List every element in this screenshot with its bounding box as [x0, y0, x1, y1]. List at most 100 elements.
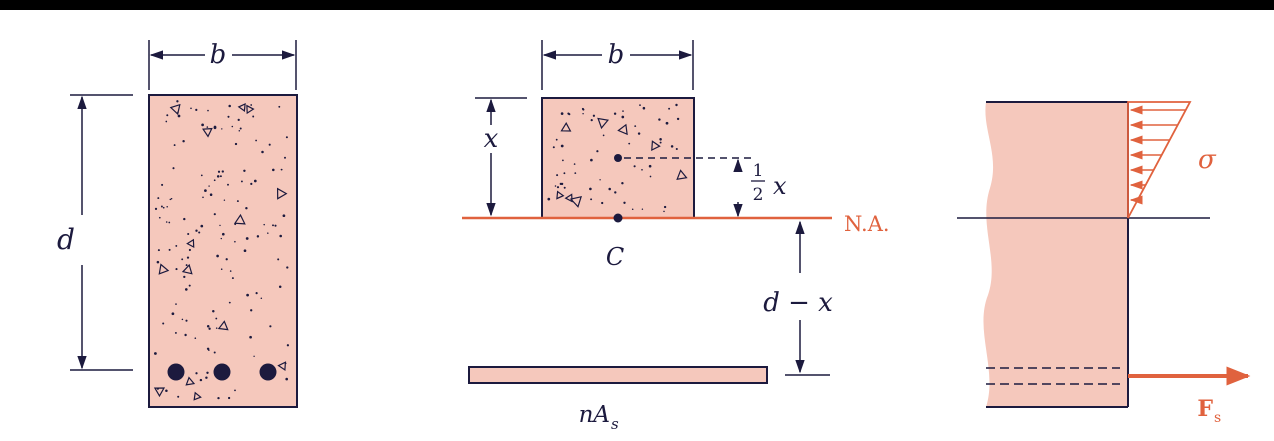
rebar-2 [213, 363, 231, 381]
aggregate-dot [668, 107, 671, 110]
aggregate-triangle [185, 376, 196, 386]
aggregate-dot [556, 186, 560, 189]
aggregate-dot [563, 172, 566, 175]
aggregate-dot [663, 210, 665, 213]
aggregate-dot [200, 224, 204, 228]
dx-label: d − x [763, 288, 833, 318]
aggregate-dot [252, 115, 255, 118]
aggregate-dot [250, 309, 253, 312]
aggregate-dot [160, 205, 163, 208]
aggregate-dot [223, 199, 226, 201]
force-label-subscript: s [1214, 410, 1221, 426]
aggregate-dot [648, 164, 652, 168]
aggregate-dot [157, 197, 160, 200]
aggregate-dot [590, 119, 593, 122]
aggregate-dot [169, 198, 172, 201]
aggregate-dot [225, 258, 228, 261]
beam-side-view [983, 102, 1128, 407]
aggregate-dot [234, 389, 236, 392]
width-label: b [608, 40, 625, 70]
rebar-1 [167, 363, 185, 381]
aggregate-dot [663, 205, 667, 209]
aggregate-dot [234, 142, 238, 146]
diagram-svg: b d b x 1 2 x C N.A. [57, 40, 1251, 433]
aggregate-dot [184, 288, 188, 291]
aggregate-dot [547, 197, 551, 201]
aggregate-dot [227, 183, 229, 186]
aggregate-dot [590, 158, 593, 162]
aggregate-dot [280, 168, 283, 171]
aggregate-dot [250, 182, 253, 186]
aggregate-dot [284, 156, 286, 159]
aggregate-dot [170, 197, 173, 200]
aggregate-dot [641, 168, 643, 171]
aggregate-triangle [217, 320, 229, 331]
aggregate-dot [154, 207, 158, 211]
aggregate-dot [675, 103, 678, 107]
aggregate-dot [188, 248, 191, 252]
aggregate-dot [556, 174, 559, 177]
aggregate-dot [263, 223, 265, 226]
aggregate-dot [649, 175, 652, 178]
aggregate-dot [177, 114, 181, 118]
x-label: x [484, 124, 499, 154]
aggregate-dot [206, 324, 210, 328]
aggregate-dot [206, 347, 210, 351]
aggregate-dot [237, 118, 240, 122]
aggregate-dot [161, 183, 164, 186]
aggregate-dot [613, 112, 617, 115]
aggregate-dot [208, 185, 210, 187]
aggregate-dot [240, 180, 243, 183]
aggregate-triangle [556, 190, 565, 200]
aggregate-dot [216, 175, 220, 178]
aggregate-dot [219, 224, 221, 227]
aggregate-dot [208, 327, 211, 330]
aggregate-dot [659, 141, 662, 144]
aggregate-dot [562, 159, 564, 162]
aggregate-dot [563, 186, 566, 189]
aggregate-dot [634, 125, 637, 128]
aggregate-triangle [153, 387, 166, 398]
aggregate-triangle [651, 140, 661, 151]
aggregate-dot [206, 126, 209, 128]
aggregate-dot [253, 355, 255, 358]
centroid-label: C [606, 243, 624, 271]
aggregate-dot [171, 312, 175, 316]
aggregate-dot [608, 187, 611, 191]
aggregate-dot [641, 208, 644, 210]
aggregate-dot [172, 167, 175, 170]
aggregate-dot [269, 325, 272, 328]
aggregate-dot [249, 335, 252, 339]
aggregate-dot [187, 232, 190, 236]
aggregate-dot [162, 322, 165, 325]
aggregate-dot [185, 264, 188, 267]
aggregate-dot [217, 396, 220, 400]
aggregate-triangle [158, 263, 170, 275]
aggregate-dot [158, 216, 161, 219]
aggregate-dot [221, 170, 224, 173]
aggregate-dot [637, 132, 641, 135]
aggregate-dot [184, 333, 187, 337]
aggregate-dot [272, 224, 274, 227]
concrete-section [148, 94, 298, 408]
aggregate-dot [174, 331, 177, 334]
steel-label: nA [579, 402, 610, 428]
aggregate-dot [188, 284, 191, 287]
aggregate-dot [659, 138, 662, 141]
aggregate-dot [215, 317, 218, 320]
aggregate-dot [199, 378, 203, 382]
aggregate-dot [195, 108, 198, 112]
aggregate-dot [621, 182, 624, 185]
aggregate-dot [182, 139, 185, 143]
aggregate-dot [166, 206, 168, 208]
aggregate-dot [194, 337, 197, 340]
aggregate-dot [195, 372, 198, 375]
aggregate-dot [213, 125, 217, 129]
aggregate-triangle [564, 193, 573, 203]
aggregate-dot [212, 310, 215, 313]
aggregate-dot [255, 139, 257, 142]
aggregate-dot [162, 206, 165, 209]
aggregate-dot [213, 179, 216, 182]
aggregate-dot [228, 301, 231, 304]
aggregate-dot [621, 115, 625, 119]
